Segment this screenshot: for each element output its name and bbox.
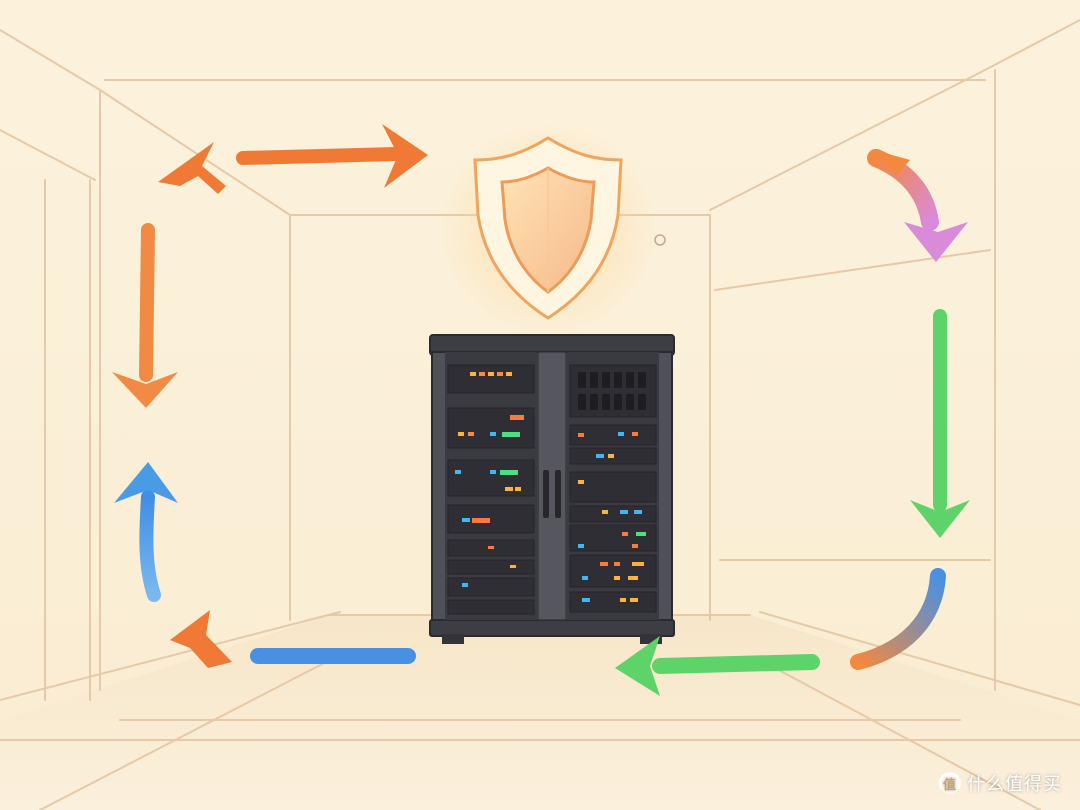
arrow-corner-top-right-icon bbox=[867, 149, 968, 262]
arrow-corner-bottom-left-icon bbox=[170, 610, 232, 668]
arrow-left-up-icon bbox=[114, 462, 178, 602]
server-rack-icon bbox=[429, 334, 675, 644]
arrow-left-down-icon bbox=[112, 223, 178, 408]
watermark-text: 什么值得买 bbox=[967, 774, 1062, 794]
arrow-corner-top-left-icon bbox=[158, 142, 226, 194]
arrow-top-left-icon bbox=[236, 124, 428, 188]
shield-icon bbox=[438, 123, 658, 333]
watermark-logo-icon: 值 bbox=[939, 772, 961, 794]
arrow-corner-bottom-right-icon bbox=[850, 568, 946, 670]
room-lines bbox=[0, 19, 1080, 810]
arrow-bottom-right-icon bbox=[615, 636, 820, 696]
watermark: 值 什么值得买 bbox=[939, 770, 1062, 796]
arrow-right-down-icon bbox=[910, 309, 970, 538]
